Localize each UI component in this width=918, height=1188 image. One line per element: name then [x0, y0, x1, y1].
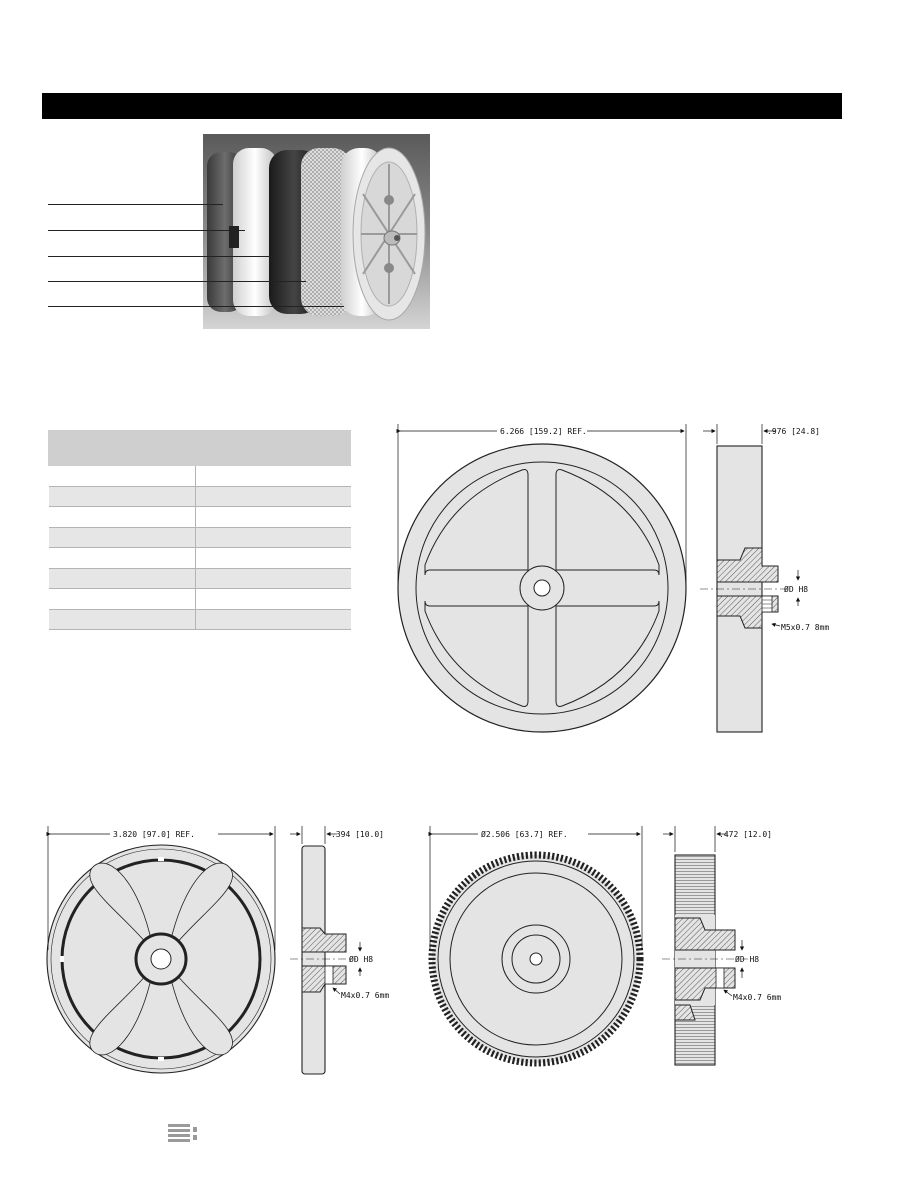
gear-front-view [428, 851, 644, 1067]
gear-width-label: .472 [12.0] [719, 830, 772, 839]
clutch-brake-assembly-photo [203, 134, 430, 329]
medium-wheel-side-view [290, 845, 356, 1075]
table-cell [195, 465, 351, 487]
dimension-line [703, 424, 801, 627]
table-cell [48, 527, 196, 548]
table-cell [48, 568, 196, 589]
spec-table [48, 430, 351, 630]
table-cell [48, 486, 196, 507]
table-row [48, 609, 351, 630]
table-row [48, 568, 351, 589]
table-row [48, 547, 351, 569]
leader-line [48, 306, 344, 307]
gear-diameter-label: Ø2.506 [63.7] REF. [481, 829, 568, 839]
table-header-row [48, 430, 351, 466]
table-cell [48, 588, 196, 610]
medium-wheel-bore-label: ØD H8 [349, 954, 373, 964]
table-cell [195, 547, 351, 569]
table-cell [195, 527, 351, 548]
table-cell [48, 547, 196, 569]
catalog-logo-icon [168, 1124, 197, 1142]
large-wheel-side-view [700, 445, 790, 733]
large-wheel-bore-label: ØD H8 [784, 584, 808, 594]
medium-wheel-width-label: .394 [10.0] [331, 830, 384, 839]
leader-line [48, 281, 306, 282]
large-wheel-thread-label: M5x0.7 8mm [781, 623, 829, 632]
table-row [48, 527, 351, 548]
leader-line [48, 230, 245, 231]
table-cell [48, 465, 196, 487]
large-wheel-width-label: .976 [24.8] [767, 427, 820, 436]
table-cell [195, 486, 351, 507]
leader-line [48, 204, 223, 205]
table-cell [195, 506, 351, 528]
dimension-line [290, 826, 363, 995]
table-cell [48, 506, 196, 528]
table-row [48, 506, 351, 528]
table-row [48, 588, 351, 610]
table-cell [48, 609, 196, 630]
medium-wheel-diameter-label: 3.820 [97.0] REF. [113, 830, 195, 839]
table-header-cell [194, 430, 351, 466]
large-wheel-front-view [397, 443, 687, 733]
medium-wheel-front-view [46, 844, 276, 1074]
large-wheel-diameter-label: 6.266 [159.2] REF. [500, 427, 587, 436]
table-row [48, 486, 351, 507]
section-header-bar [42, 93, 842, 119]
table-cell [195, 588, 351, 610]
leader-line [48, 256, 273, 257]
table-cell [195, 609, 351, 630]
dimension-line [663, 826, 745, 997]
gear-thread-label: M4x0.7 6mm [733, 993, 781, 1002]
gear-side-view [662, 854, 748, 1066]
gear-bore-label: ØD H8 [735, 954, 759, 964]
table-cell [195, 568, 351, 589]
medium-wheel-thread-label: M4x0.7 6mm [341, 991, 389, 1000]
table-row [48, 465, 351, 487]
